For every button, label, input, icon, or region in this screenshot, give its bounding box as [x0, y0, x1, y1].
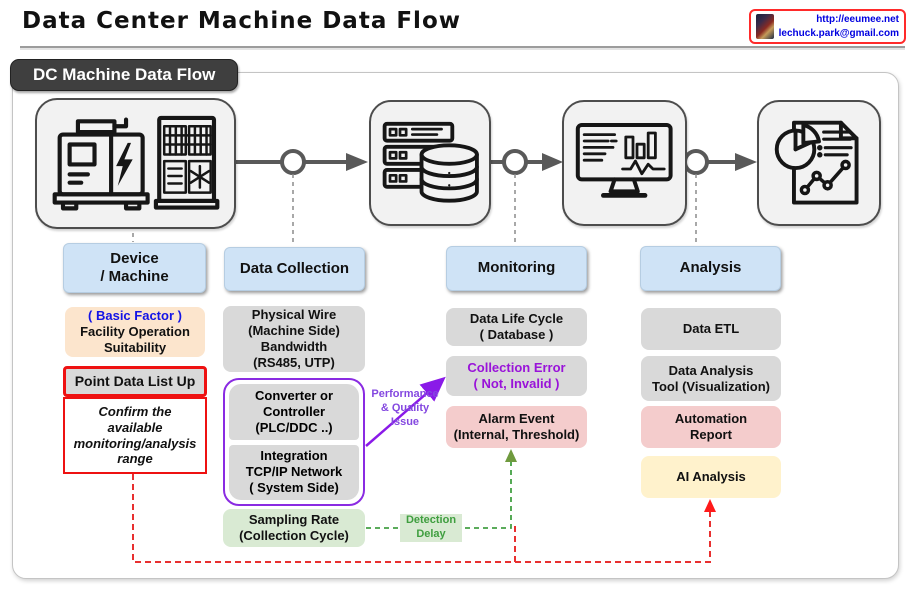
generator-hvac-icon: [52, 115, 219, 210]
stage-label-monitoring: Monitoring: [446, 246, 587, 291]
sampling-rate-box: Sampling Rate (Collection Cycle): [223, 509, 365, 547]
converter-integration-group: Converter or Controller (PLC/DDC ..) Int…: [223, 378, 365, 506]
contact-email: lechuck.park@gmail.com: [778, 27, 899, 39]
detection-delay-label: Detection Delay: [400, 514, 462, 542]
stage-label-analysis: Analysis: [640, 246, 781, 291]
confirm-range-note: Confirm the available monitoring/analysi…: [63, 397, 207, 474]
collection-error-box: Collection Error ( Not, Invalid ): [446, 356, 587, 396]
performance-quality-issue-label: Performance & Quality Issue: [371, 388, 439, 428]
analysis-report-icon: [774, 120, 859, 205]
point-data-list-up-box: Point Data List Up: [63, 366, 207, 397]
analysis-icon-box: [757, 100, 881, 226]
contact-url: http://eeumee.net: [816, 14, 899, 25]
converter-controller-box: Converter or Controller (PLC/DDC ..): [229, 384, 359, 440]
contact-box: http://eeumee.net lechuck.park@gmail.com: [749, 9, 906, 44]
stage-label-device: Device / Machine: [63, 243, 206, 293]
monitoring-icon-box: [562, 100, 687, 226]
monitoring-screen-icon: [575, 122, 673, 198]
ai-analysis-box: AI Analysis: [641, 456, 781, 498]
basic-factor-body: Facility Operation Suitability: [80, 324, 190, 355]
integration-network-box: Integration TCP/IP Network ( System Side…: [229, 444, 359, 500]
contact-lines: http://eeumee.net lechuck.park@gmail.com: [779, 13, 899, 40]
data-analysis-tool-box: Data Analysis Tool (Visualization): [641, 356, 781, 401]
title-divider: [20, 46, 905, 48]
page-title: Data Center Machine Data Flow: [22, 8, 461, 34]
alarm-event-box: Alarm Event (Internal, Threshold): [446, 406, 587, 448]
automation-report-box: Automation Report: [641, 406, 781, 448]
section-badge: DC Machine Data Flow: [10, 59, 239, 91]
portrait-thumbnail-icon: [756, 14, 774, 39]
physical-wire-box: Physical Wire (Machine Side) Bandwidth (…: [223, 306, 365, 372]
server-database-icon: [382, 121, 479, 203]
collection-icon-box: [369, 100, 491, 226]
data-etl-box: Data ETL: [641, 308, 781, 350]
data-life-cycle-box: Data Life Cycle ( Database ): [446, 308, 587, 346]
basic-factor-box: ( Basic Factor ) Facility Operation Suit…: [65, 307, 205, 357]
stage-label-data-collection: Data Collection: [224, 247, 365, 291]
device-icon-box: [35, 98, 236, 229]
basic-factor-title: ( Basic Factor ): [88, 308, 182, 324]
